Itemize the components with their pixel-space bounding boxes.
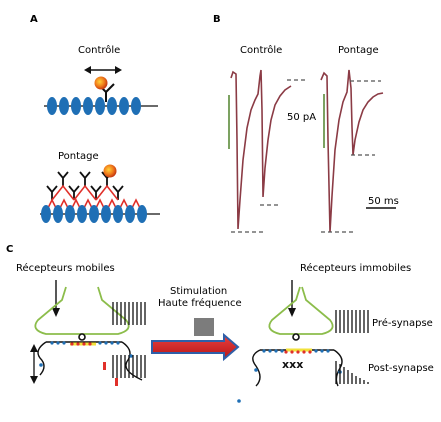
panel-a-control-title: Contrôle xyxy=(78,44,120,56)
panel-c-immobile-title: Récepteurs immobiles xyxy=(300,262,411,274)
current-scale-label: 50 pA xyxy=(287,112,316,123)
crosslink-antibodies xyxy=(46,171,124,200)
stimulation-label: Stimulation xyxy=(170,286,227,297)
panel-b-crosslink-title: Pontage xyxy=(338,45,379,56)
crosslink-bridges xyxy=(45,184,143,213)
left-synapse xyxy=(30,280,143,386)
control-receptor-row xyxy=(44,97,158,115)
stimulation-burst xyxy=(194,318,214,336)
desensitized-marks: xxx xyxy=(282,358,303,371)
left-pulse-trains xyxy=(112,302,146,378)
panel-c-mobile-title: Récepteurs mobiles xyxy=(16,262,115,274)
panel-a-letter: A xyxy=(30,14,38,25)
crosslink-receptor-row xyxy=(40,205,160,223)
time-scale-label: 50 ms xyxy=(368,196,399,207)
stimulation-label-2: Haute fréquence xyxy=(158,297,242,309)
panel-c-letter: C xyxy=(6,244,13,255)
crosslink-dashed-guides xyxy=(321,80,381,233)
right-pulse-trains xyxy=(335,310,369,384)
control-current-trace xyxy=(230,69,292,230)
right-synapse: xxx xyxy=(237,280,343,403)
control-label-particle xyxy=(94,76,108,90)
transition-arrow xyxy=(151,332,240,362)
presynapse-label: Pré-synapse xyxy=(372,317,433,329)
panel-b-letter: B xyxy=(213,14,221,25)
panel-b-control-title: Contrôle xyxy=(240,44,282,56)
crosslink-label-particle xyxy=(103,164,117,178)
crosslink-current-trace xyxy=(320,69,384,233)
control-dashed-guides xyxy=(231,79,308,233)
mobility-double-arrow xyxy=(84,66,122,74)
panel-a-crosslink-title: Pontage xyxy=(58,151,99,162)
postsynapse-label: Post-synapse xyxy=(368,363,434,374)
